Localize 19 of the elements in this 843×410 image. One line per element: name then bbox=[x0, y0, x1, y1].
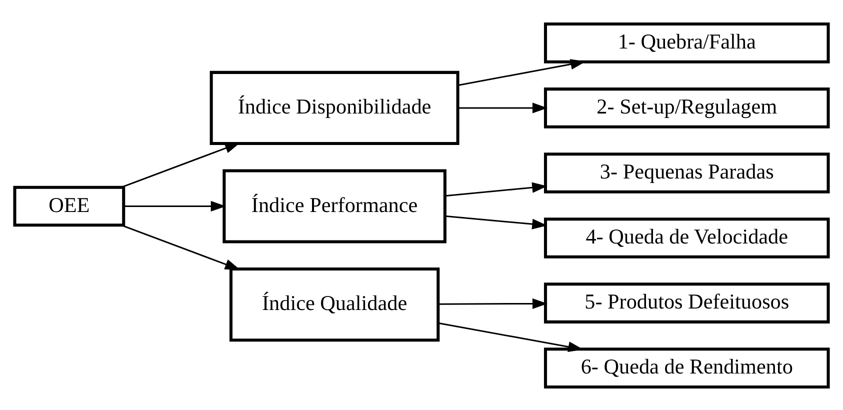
node-box: OEE bbox=[13, 185, 126, 226]
arrow bbox=[124, 200, 226, 212]
arrow bbox=[121, 224, 240, 270]
node-box: Índice Qualidade bbox=[229, 267, 440, 342]
node-box: Índice Performance bbox=[222, 168, 446, 243]
arrow bbox=[438, 298, 548, 308]
arrow bbox=[445, 214, 548, 229]
arrow bbox=[458, 58, 586, 86]
node-box: 1- Quebra/Falha bbox=[544, 22, 830, 63]
arrow bbox=[458, 102, 548, 113]
arrow bbox=[438, 322, 584, 352]
node-box: Índice Disponibilidade bbox=[210, 70, 460, 145]
node-box: 6- Queda de Rendimento bbox=[544, 347, 830, 388]
arrow bbox=[445, 182, 548, 196]
node-box: 3- Pequenas Paradas bbox=[544, 152, 830, 193]
node-box: 5- Produtos Defeituosos bbox=[544, 282, 830, 323]
node-box: 4- Queda de Velocidade bbox=[544, 217, 830, 258]
arrow bbox=[121, 142, 240, 188]
node-box: 2- Set-up/Regulagem bbox=[544, 87, 830, 128]
